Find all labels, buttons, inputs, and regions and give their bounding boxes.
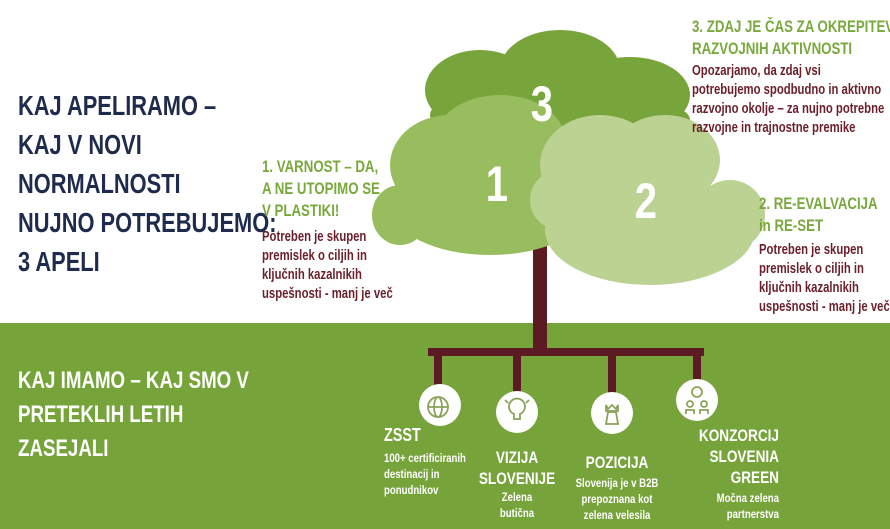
team-gear-icon <box>676 379 718 421</box>
appeal-2-number: 2 <box>634 173 658 229</box>
chess-queen-icon <box>591 392 633 434</box>
cloud-2 <box>530 115 765 285</box>
ground-band <box>0 323 890 529</box>
globe-pin-icon <box>419 384 461 426</box>
appeal-1-number: 1 <box>485 156 509 212</box>
trunk <box>428 240 704 395</box>
lightbulb-icon <box>496 391 538 433</box>
appeal-3-number: 3 <box>530 76 554 132</box>
